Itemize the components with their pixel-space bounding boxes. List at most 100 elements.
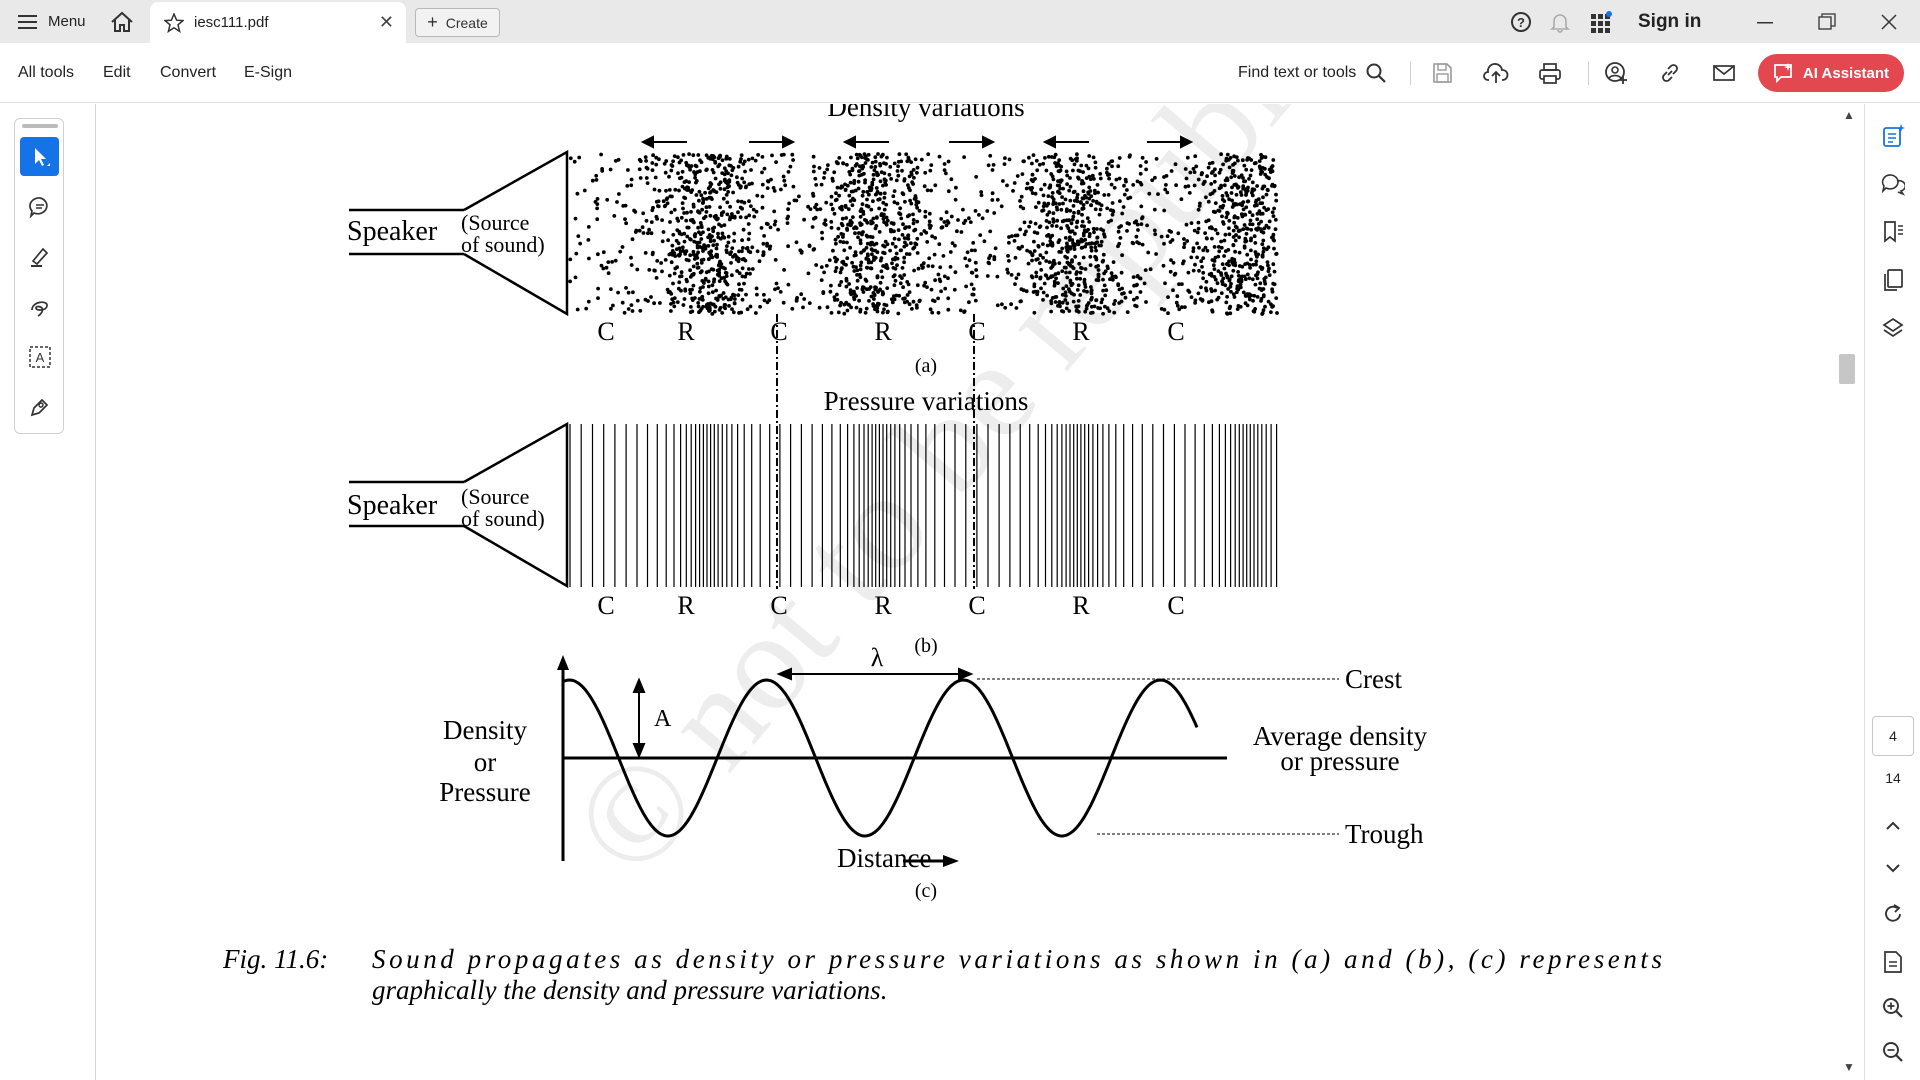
- density-dot: [691, 271, 696, 276]
- email-button[interactable]: [1710, 59, 1738, 87]
- density-dot: [1009, 273, 1014, 277]
- density-dot: [1266, 225, 1271, 230]
- density-dot: [915, 283, 920, 288]
- comment-tool-button[interactable]: [20, 187, 59, 226]
- density-dot: [712, 279, 716, 284]
- ai-assistant-button[interactable]: AI Assistant: [1758, 54, 1904, 92]
- density-dot: [905, 293, 910, 297]
- save-button[interactable]: [1428, 59, 1456, 87]
- minimize-button[interactable]: [1756, 0, 1774, 43]
- layers-button[interactable]: [1879, 314, 1907, 342]
- text-box-tool-button[interactable]: A: [20, 337, 59, 376]
- sign-tool-button[interactable]: [20, 387, 59, 426]
- previous-page-button[interactable]: [1879, 812, 1907, 840]
- density-dot: [1007, 240, 1011, 245]
- link-button[interactable]: [1656, 59, 1684, 87]
- density-dot: [911, 212, 915, 217]
- menu-button[interactable]: Menu: [18, 0, 86, 43]
- sign-in-button[interactable]: Sign in: [1638, 10, 1702, 32]
- density-dot: [662, 161, 667, 166]
- density-dot: [855, 268, 860, 273]
- density-dot: [973, 209, 978, 213]
- density-dot: [756, 153, 760, 157]
- notifications-button[interactable]: [1550, 0, 1570, 43]
- density-dot: [688, 268, 692, 273]
- density-dot: [633, 230, 638, 234]
- find-text-or-tools[interactable]: Find text or tools: [1238, 43, 1387, 103]
- close-window-button[interactable]: [1880, 0, 1898, 43]
- density-dot: [1006, 254, 1010, 258]
- density-dot: [1002, 162, 1007, 166]
- restore-button[interactable]: [1818, 0, 1836, 43]
- draw-tool-button[interactable]: [20, 287, 59, 326]
- density-dot: [1242, 223, 1247, 227]
- next-page-button[interactable]: [1879, 854, 1907, 882]
- density-dot: [649, 231, 654, 236]
- scroll-thumb[interactable]: [1839, 354, 1855, 384]
- density-dot: [1071, 214, 1076, 219]
- page-fit-button[interactable]: [1879, 948, 1907, 976]
- zoom-out-button[interactable]: [1879, 1038, 1907, 1066]
- density-dot: [629, 183, 634, 188]
- density-dot: [776, 227, 780, 232]
- density-dot: [1061, 286, 1066, 291]
- generative-summary-button[interactable]: [1879, 122, 1907, 150]
- density-dot: [1034, 205, 1038, 209]
- density-dot: [1234, 192, 1239, 197]
- density-dot: [1089, 285, 1093, 289]
- cr-label: C: [968, 317, 985, 346]
- document-tab[interactable]: iesc111.pdf ✕: [150, 2, 406, 43]
- vertical-scrollbar[interactable]: ▲ ▼: [1834, 104, 1864, 1080]
- share-button[interactable]: [1602, 59, 1630, 87]
- highlight-tool-button[interactable]: [20, 237, 59, 276]
- density-dot: [1148, 267, 1153, 272]
- density-dot: [1235, 290, 1239, 295]
- pdf-page[interactable]: © not to be republished Density variatio…: [97, 104, 1742, 1080]
- star-icon[interactable]: [164, 12, 184, 33]
- density-dot: [626, 290, 631, 295]
- density-dot: [770, 153, 774, 158]
- drag-handle[interactable]: [22, 124, 58, 128]
- density-dot: [707, 205, 712, 209]
- density-dot: [1005, 183, 1009, 188]
- create-button[interactable]: + Create: [415, 8, 500, 37]
- bookmarks-button[interactable]: [1879, 218, 1907, 246]
- density-dot: [1080, 266, 1084, 271]
- density-dot: [696, 225, 700, 230]
- select-tool-button[interactable]: [20, 137, 59, 176]
- density-dot: [1094, 298, 1099, 302]
- density-dot: [729, 261, 733, 265]
- density-dot: [973, 298, 978, 303]
- scroll-up-icon[interactable]: ▲: [1843, 108, 1855, 122]
- density-dot: [712, 225, 717, 230]
- upload-button[interactable]: [1482, 59, 1510, 87]
- apps-button[interactable]: [1590, 0, 1612, 43]
- pages-thumbnails-button[interactable]: [1879, 266, 1907, 294]
- density-dot: [1191, 249, 1196, 254]
- density-dot: [757, 259, 762, 264]
- density-dot: [1085, 289, 1089, 294]
- rotate-button[interactable]: [1879, 900, 1907, 928]
- scroll-down-icon[interactable]: ▼: [1843, 1060, 1855, 1074]
- density-dot: [695, 261, 700, 266]
- comments-panel-button[interactable]: [1879, 170, 1907, 198]
- density-dot: [896, 159, 901, 164]
- density-dot: [1240, 264, 1245, 269]
- current-page-input[interactable]: 4: [1872, 716, 1914, 756]
- chevron-down-icon: [1886, 864, 1900, 873]
- density-dot: [1140, 215, 1145, 220]
- density-dot: [848, 245, 852, 250]
- print-button[interactable]: [1536, 59, 1564, 87]
- zoom-in-button[interactable]: [1879, 994, 1907, 1022]
- density-dot: [1044, 168, 1049, 173]
- menu-convert[interactable]: Convert: [160, 64, 217, 81]
- menu-e-sign[interactable]: E-Sign: [244, 64, 293, 81]
- density-dot: [1229, 281, 1233, 286]
- help-button[interactable]: ?: [1510, 0, 1532, 43]
- menu-all-tools[interactable]: All tools: [18, 64, 75, 81]
- close-tab-icon[interactable]: ✕: [378, 12, 394, 32]
- density-dot: [1068, 280, 1073, 285]
- home-button[interactable]: [110, 0, 134, 43]
- menu-edit[interactable]: Edit: [103, 64, 131, 81]
